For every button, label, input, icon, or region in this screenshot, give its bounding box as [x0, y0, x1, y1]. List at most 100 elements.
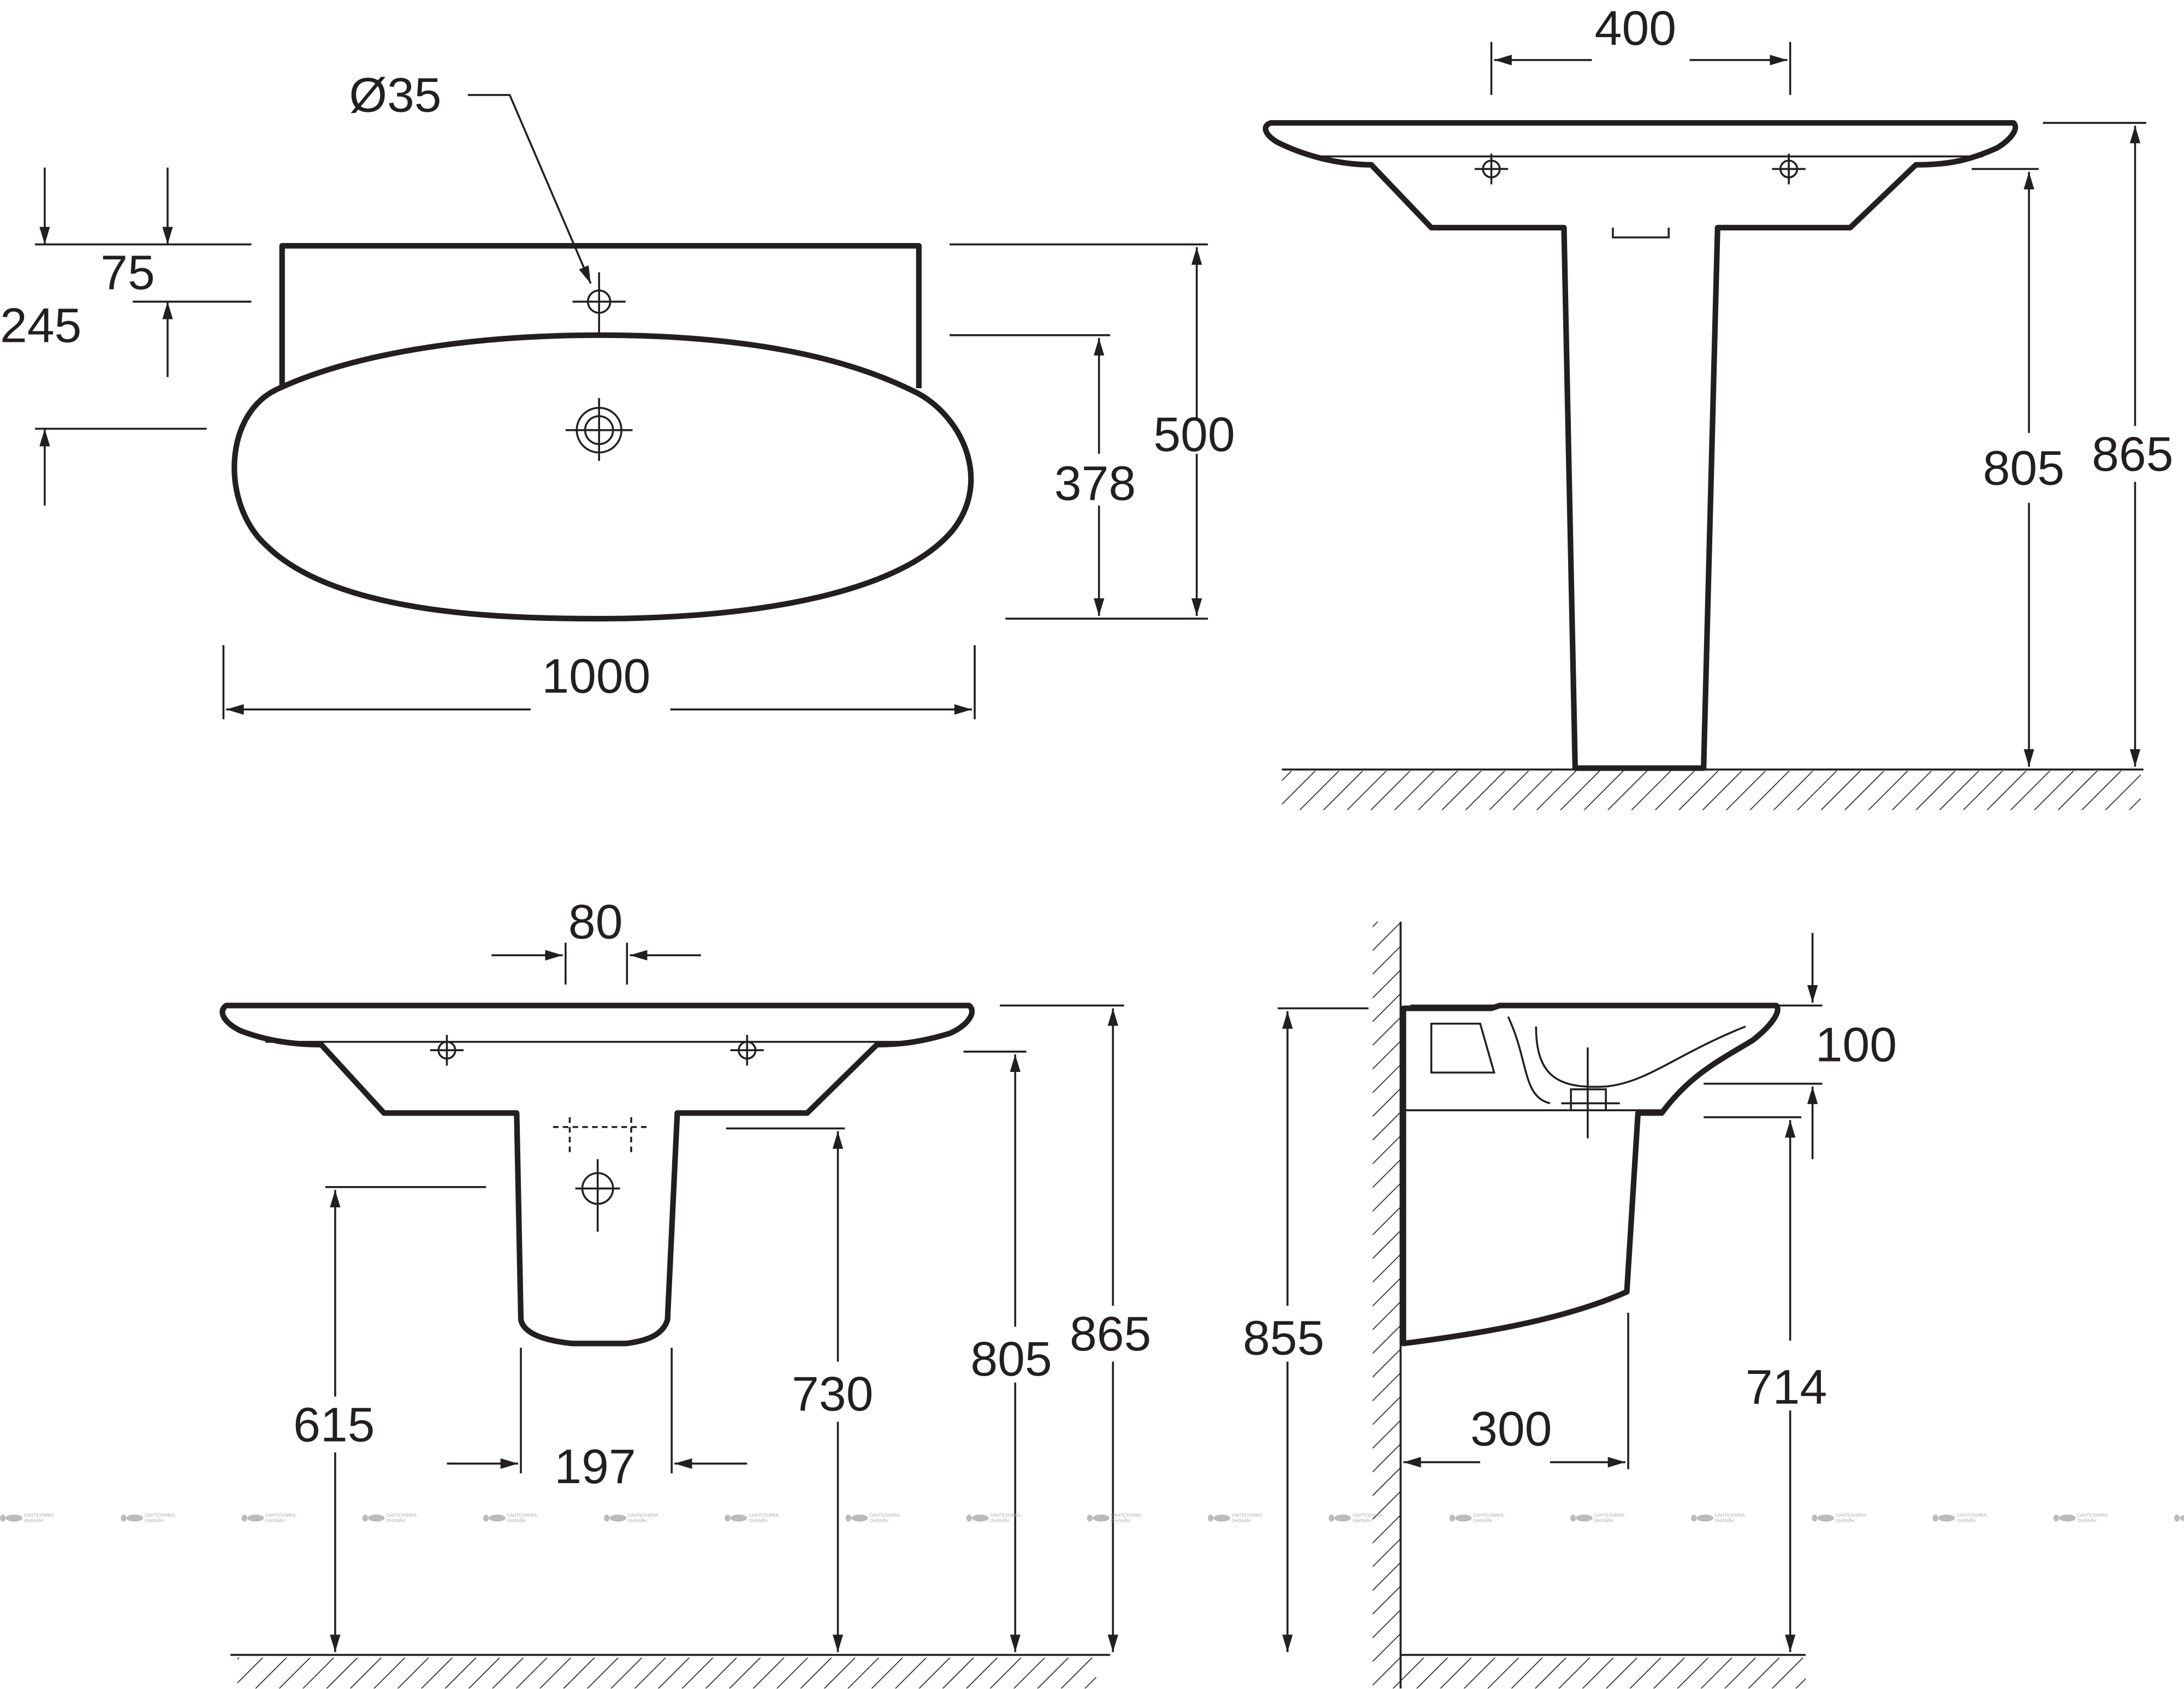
- watermark-logo-dot: [1208, 1514, 1214, 1522]
- watermark-logo-dot: [1812, 1514, 1818, 1522]
- dimension-line: [565, 943, 628, 985]
- outline-shape: [1400, 1657, 1806, 1688]
- dimension-line: [1313, 155, 1983, 239]
- watermark-logo-oval: [1938, 1514, 1955, 1522]
- outline-shape: [279, 242, 922, 388]
- watermark-line1: САНТЕХНИКА-: [990, 1513, 1022, 1518]
- watermark-logo-oval: [247, 1514, 264, 1522]
- watermark-line2: ОНЛАЙН: [628, 1518, 647, 1524]
- dimension-line: [949, 243, 1208, 620]
- watermark-logo-oval: [1576, 1514, 1593, 1522]
- dimension-label: 245: [0, 298, 81, 353]
- dimension-label: 75: [100, 245, 155, 299]
- dimension-label: 714: [1746, 1359, 1827, 1414]
- watermark-logo-dot: [966, 1514, 972, 1522]
- dimension-line: [34, 243, 252, 430]
- dimension-line: [553, 1117, 648, 1152]
- dimension-line: [430, 1035, 464, 1066]
- watermark: САНТЕХНИКА- ОНЛАЙН: [121, 1513, 176, 1524]
- watermark-line1: САНТЕХНИКА-: [749, 1513, 780, 1518]
- tap-hole-icon: [572, 272, 626, 335]
- watermark-line1: САНТЕХНИКА-: [507, 1513, 538, 1518]
- watermark: САНТЕХНИКА- ОНЛАЙН: [1208, 1513, 1263, 1524]
- watermark-line1: САНТЕХНИКА-: [1836, 1513, 1867, 1518]
- watermark-logo-oval: [5, 1514, 22, 1522]
- watermark-logo-dot: [1570, 1514, 1576, 1522]
- watermark-line2: ОНЛАЙН: [507, 1518, 526, 1524]
- watermark-logo-dot: [725, 1514, 731, 1522]
- watermark-line1: САНТЕХНИКА-: [1956, 1513, 1988, 1518]
- watermark-line1: САНТЕХНИКА-: [145, 1513, 176, 1518]
- watermark-line1: САНТЕХНИКА-: [1111, 1513, 1143, 1518]
- watermark-line1: САНТЕХНИКА-: [1232, 1513, 1263, 1518]
- tap-hole-icon: [1474, 153, 1509, 185]
- watermark-logo-oval: [1213, 1514, 1231, 1522]
- watermark-logo-oval: [2180, 1515, 2184, 1521]
- watermark: САНТЕХНИКА- ОНЛАЙН: [483, 1513, 538, 1524]
- watermark-line2: ОНЛАЙН: [1956, 1518, 1975, 1524]
- watermark-logo-dot: [2053, 1514, 2060, 1522]
- watermark-logo-oval: [367, 1514, 385, 1522]
- watermark: САНТЕХНИКА- ОНЛАЙН: [1087, 1513, 1143, 1524]
- pedestal-front-view: 400 805 865: [1262, 1, 2173, 810]
- watermark-line1: САНТЕХНИКА-: [386, 1513, 418, 1518]
- watermark-logo-dot: [1328, 1514, 1334, 1522]
- watermark-logo-oval: [126, 1514, 144, 1522]
- watermark: САНТЕХНИКА- ОНЛАЙН: [1691, 1513, 1747, 1524]
- watermark: САНТЕХНИКА- ОНЛАЙН: [2053, 1513, 2109, 1524]
- watermark-line2: ОНЛАЙН: [24, 1518, 43, 1524]
- watermark: САНТЕХНИКА- ОНЛАЙН: [966, 1513, 1022, 1524]
- watermark-logo-dot: [1932, 1514, 1938, 1522]
- dimension-line: [1410, 1004, 1823, 1118]
- outline-shape: [237, 1657, 1096, 1688]
- drain-icon: [565, 398, 633, 461]
- watermark-line2: ОНЛАЙН: [749, 1518, 768, 1524]
- top-view: Ø35 75 245 500 378 1000: [0, 68, 1235, 720]
- dimension-label: 730: [792, 1366, 873, 1421]
- watermark-logo-oval: [1455, 1514, 1472, 1522]
- watermark-line1: САНТЕХНИКА-: [869, 1513, 901, 1518]
- watermark-logo-dot: [845, 1514, 851, 1522]
- dimension-label: 100: [1815, 1017, 1897, 1072]
- dimension-line: [730, 1035, 764, 1066]
- watermark: САНТЕХНИКА- ОНЛАЙН: [1449, 1513, 1505, 1524]
- watermark-logo-dot: [0, 1514, 6, 1522]
- watermark: САНТЕХНИКА- ОНЛАЙН: [1812, 1513, 1867, 1524]
- watermark-logo-dot: [1087, 1514, 1093, 1522]
- watermark-line1: САНТЕХНИКА-: [628, 1513, 660, 1518]
- watermark: САНТЕХНИКА- ОНЛАЙН: [241, 1513, 297, 1524]
- dimension-label: 805: [971, 1331, 1052, 1386]
- dimension-label: 300: [1470, 1401, 1552, 1456]
- outline-shape: [232, 332, 974, 622]
- watermark-logo-dot: [1691, 1514, 1697, 1522]
- watermark-line1: САНТЕХНИКА-: [1715, 1513, 1747, 1518]
- watermark-line2: ОНЛАЙН: [265, 1518, 284, 1524]
- watermark-logo-oval: [489, 1514, 506, 1522]
- dimension-label: 615: [293, 1397, 375, 1451]
- watermark-logo-oval: [609, 1514, 627, 1522]
- dimension-line: [222, 645, 976, 720]
- outline-shape: [219, 1003, 975, 1347]
- outline-shape: [1262, 120, 2019, 771]
- dimension-line: [1972, 122, 2146, 170]
- dimension-label: 197: [554, 1439, 636, 1494]
- outline-shape: [1373, 921, 1401, 1688]
- watermark-line1: САНТЕХНИКА-: [2077, 1513, 2109, 1518]
- watermark-logo-dot: [362, 1514, 368, 1522]
- dimension-line: [1474, 153, 1509, 185]
- tap-hole-icon: [730, 1035, 764, 1066]
- watermark-line2: ОНЛАЙН: [2077, 1518, 2096, 1524]
- dimension-line: [1772, 153, 1806, 185]
- watermark-logo-dot: [241, 1514, 247, 1522]
- side-view: 100 714 855 300: [1243, 921, 1897, 1688]
- watermark-logo-oval: [1696, 1514, 1714, 1522]
- dimension-line: [467, 94, 592, 284]
- dimension-label: 805: [1983, 440, 2064, 495]
- watermark-line2: ОНЛАЙН: [1111, 1518, 1130, 1524]
- watermark-line2: ОНЛАЙН: [386, 1518, 405, 1524]
- dimension-line: [520, 1347, 673, 1474]
- watermark-line2: ОНЛАЙН: [1232, 1518, 1251, 1524]
- dimension-line: [1561, 1047, 1620, 1139]
- dimension-label: 865: [2092, 426, 2173, 481]
- semi-pedestal-front-view: 80 615 197 730 805 865: [219, 894, 1151, 1688]
